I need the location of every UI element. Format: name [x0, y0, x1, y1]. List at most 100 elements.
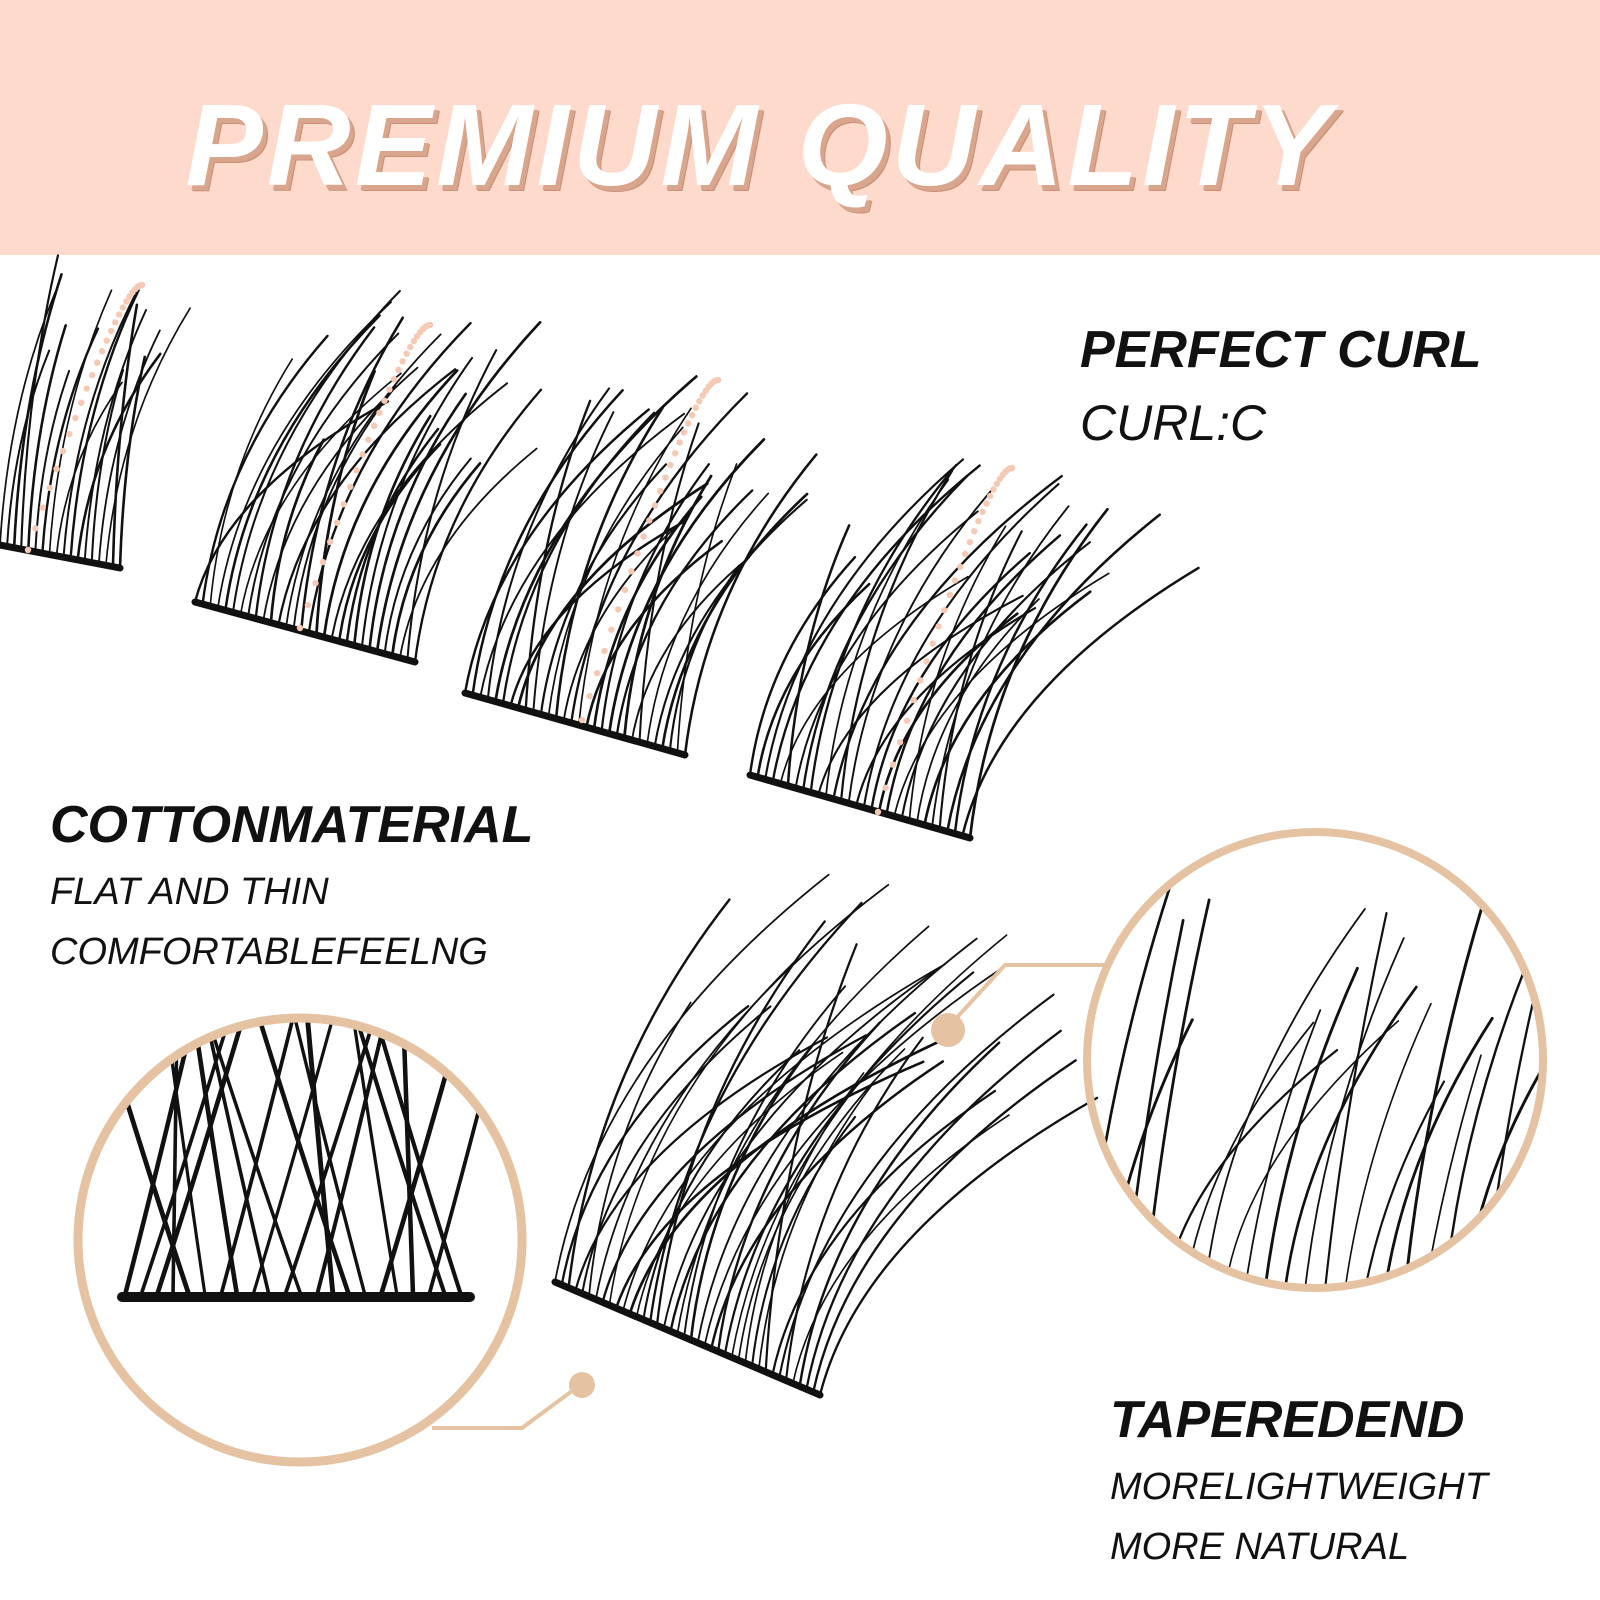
zoom-strand: [1363, 1080, 1446, 1285]
curl-dot: [359, 451, 366, 458]
curl-dot: [347, 483, 354, 491]
curl-dot: [586, 692, 593, 700]
curl-dot: [975, 517, 982, 525]
lash-strand: [413, 388, 543, 664]
curl-dot: [376, 409, 383, 417]
curl-dot: [889, 761, 897, 768]
lash-strand: [748, 555, 857, 777]
curl-dot: [896, 739, 904, 746]
lash-strand: [486, 387, 611, 701]
banner-title: PREMIUM QUALITY: [185, 80, 1335, 210]
feature-detail-line: MORELIGHTWEIGHT: [1110, 1466, 1488, 1508]
lash-strand: [794, 510, 979, 790]
curl-dot: [951, 577, 959, 584]
lash-strand: [916, 598, 1040, 824]
lash-strand: [703, 964, 1008, 1347]
curl-dot: [601, 647, 608, 655]
feature-detail: CURL:C: [1080, 395, 1267, 451]
lash-strand: [337, 443, 442, 643]
lash-strand: [683, 453, 818, 757]
curl-dot: [662, 474, 669, 481]
lash-band: [551, 1278, 824, 1399]
curl-dot: [24, 546, 32, 554]
curl-dot: [917, 677, 924, 684]
lash-strand: [352, 414, 432, 647]
lash-strand: [383, 457, 472, 655]
feature-heading: PERFECT CURL: [1080, 321, 1482, 379]
lash-strand: [696, 937, 978, 1344]
tip-zoom-magnifier: [931, 828, 1547, 1292]
lash-strand: [231, 289, 401, 614]
curl-dot: [640, 533, 647, 540]
lash-strand: [368, 392, 468, 651]
curl-dot: [78, 399, 85, 406]
curl-dot: [874, 808, 882, 816]
lash-strand: [560, 1005, 750, 1287]
lash-strand: [574, 1036, 829, 1292]
lash-strand: [209, 358, 294, 607]
zoom-strand: [1184, 1021, 1315, 1285]
curl-dot: [986, 492, 994, 500]
curl-dot: [615, 606, 622, 613]
curl-dot: [882, 784, 889, 792]
lash-band: [0, 541, 124, 572]
curl-dot: [116, 311, 123, 318]
zoom-strand: [160, 1022, 207, 1297]
lash-strand: [683, 985, 847, 1339]
lash-strand: [12, 273, 63, 550]
curl-dot: [628, 568, 635, 575]
lash-strand: [908, 525, 1007, 822]
lash-strand: [292, 385, 397, 630]
lash-strand: [390, 461, 482, 658]
lash-strand: [509, 520, 686, 708]
curl-dot: [98, 348, 106, 355]
curl-dot: [312, 579, 319, 587]
curl-dot: [684, 420, 692, 427]
lash-strand: [737, 1048, 906, 1362]
curl-dot: [333, 519, 341, 526]
lash-strand: [817, 594, 1024, 796]
lash-strand: [41, 327, 100, 555]
curl-dot: [410, 337, 418, 345]
curl-dot: [381, 397, 388, 404]
zoom-strand: [1204, 908, 1366, 1285]
lash-strand: [588, 1001, 692, 1298]
curl-dot: [403, 350, 410, 357]
curl-dot: [929, 640, 936, 647]
zoom-strand: [1323, 912, 1388, 1285]
curl-dot: [326, 538, 334, 546]
lash-strand: [193, 400, 390, 604]
lash-strand: [668, 564, 741, 752]
curl-dot: [46, 484, 53, 492]
lash-strand: [646, 492, 770, 746]
curl-dot: [979, 508, 986, 516]
lash-strand: [239, 372, 402, 616]
lash-strand: [653, 498, 808, 748]
curl-dot: [692, 404, 699, 411]
lash-strand: [69, 288, 140, 560]
lash-band: [191, 598, 419, 666]
curl-dot: [72, 414, 79, 422]
lash-strand: [798, 1041, 1001, 1388]
lash-strand: [757, 1081, 875, 1370]
lash-strand: [269, 438, 326, 625]
zoom-strand: [345, 1022, 448, 1298]
header-banner: PREMIUM QUALITY: [0, 0, 1600, 255]
lash-strand: [786, 524, 851, 788]
curl-dot: [993, 480, 1001, 487]
curl-dot: [671, 450, 679, 457]
lash-strand: [642, 1049, 801, 1321]
curl-dot: [370, 422, 378, 430]
lash-strand: [322, 369, 459, 639]
feature-heading: TAPEREDEND: [1110, 1391, 1465, 1449]
curl-dot: [53, 465, 60, 473]
zoom-strand: [1224, 1020, 1400, 1285]
zoom-strand: [347, 1022, 399, 1297]
lash-strand: [968, 507, 1109, 840]
lash-strand: [554, 406, 665, 720]
curl-dot: [699, 392, 706, 399]
lash-strand: [471, 389, 624, 697]
lash-strand: [635, 1051, 844, 1318]
curl-dot: [983, 500, 990, 507]
lash-strand: [630, 556, 750, 741]
